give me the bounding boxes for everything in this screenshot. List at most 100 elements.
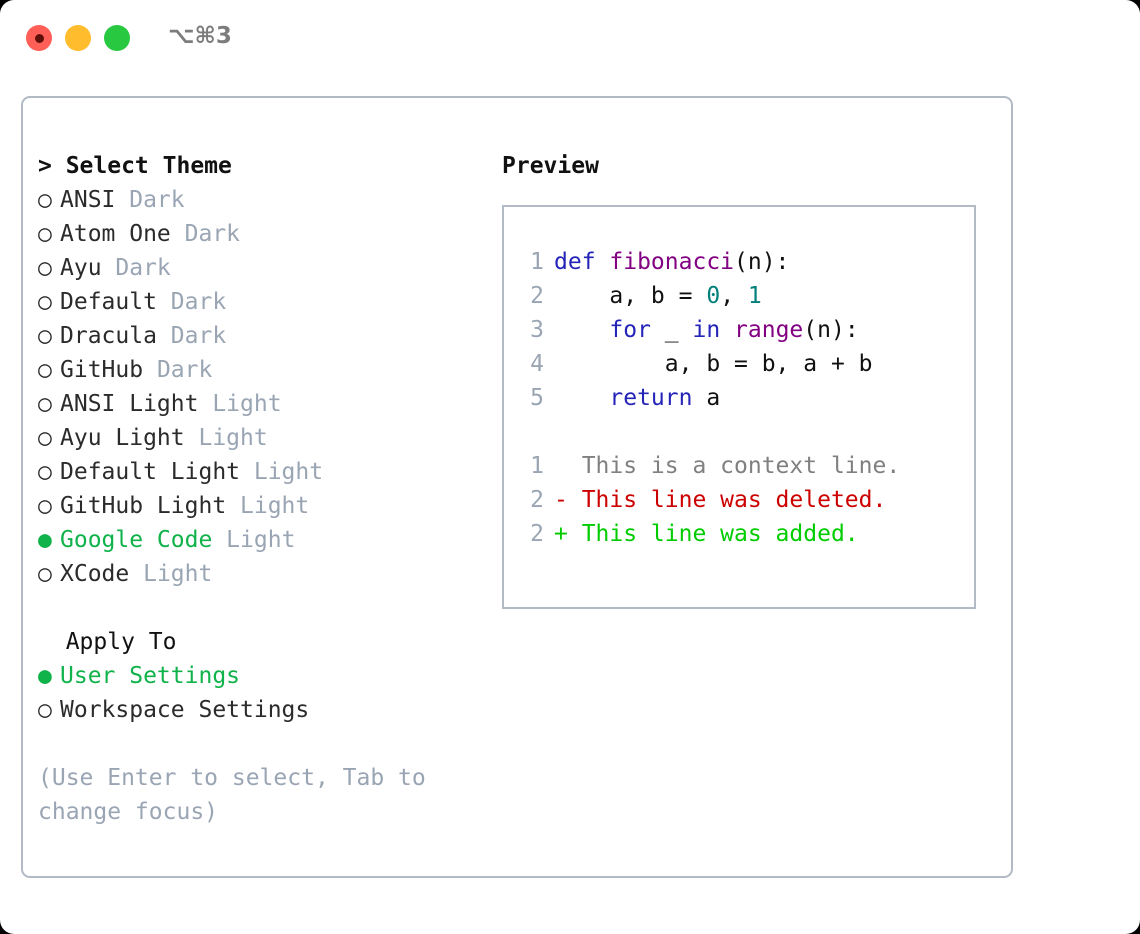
code-token: a, b = b, a + b: [554, 351, 873, 377]
code-token: a, b =: [554, 283, 707, 309]
theme-option-label: Default Light: [60, 459, 241, 485]
theme-option[interactable]: ○ Default Light Light: [38, 455, 478, 489]
radio-unselected-icon: ○: [38, 289, 52, 315]
code-line: 4 a, b = b, a + b: [504, 347, 974, 381]
theme-picker-column: > Select Theme ○ANSI Dark○Atom One Dark○…: [38, 149, 478, 829]
apply-to-heading: Apply To: [38, 629, 177, 655]
line-number: 5: [530, 385, 544, 411]
theme-option[interactable]: ○GitHub Light Light: [38, 489, 478, 523]
window-title: ⌥⌘3: [168, 23, 232, 49]
code-token: return: [609, 385, 693, 411]
diff-line: 1 This is a context line.: [504, 449, 974, 483]
diff-line-text: This is a context line.: [554, 453, 901, 479]
line-number: 4: [530, 351, 544, 377]
theme-option[interactable]: ○ ANSI Dark: [38, 183, 478, 217]
theme-option-label: Google Code: [60, 527, 213, 553]
code-token: for: [609, 317, 651, 343]
theme-option-label: ANSI: [60, 187, 116, 213]
minimize-button[interactable]: [65, 25, 91, 51]
code-token: a: [692, 385, 721, 411]
theme-option-variant: Light: [129, 561, 213, 587]
line-number: 2: [530, 487, 544, 513]
diff-line-text: - This line was deleted.: [554, 487, 887, 513]
theme-option[interactable]: ○ XCode Light: [38, 557, 478, 591]
theme-option-variant: Dark: [101, 255, 171, 281]
radio-unselected-icon: ○: [38, 323, 52, 349]
line-number: 1: [530, 249, 544, 275]
theme-option-label: GitHub: [60, 357, 144, 383]
theme-option[interactable]: ○ Atom One Dark: [38, 217, 478, 251]
preview-diff: 1 This is a context line. 2 - This line wa…: [504, 449, 974, 551]
diff-line-text: + This line was added.: [554, 521, 859, 547]
radio-unselected-icon: ○: [38, 697, 52, 723]
preview-gap: [504, 415, 974, 449]
theme-option-variant: Light: [226, 493, 310, 519]
theme-option-variant: Light: [184, 425, 268, 451]
theme-option-label: Atom One: [60, 221, 171, 247]
theme-option[interactable]: ○ Ayu Dark: [38, 251, 478, 285]
theme-option[interactable]: ○Ayu Light Light: [38, 421, 478, 455]
theme-option-label: Ayu: [60, 255, 102, 281]
code-token: 0: [706, 283, 721, 309]
keyboard-hint: (Use Enter to select, Tab to change focu…: [38, 765, 426, 825]
title-bar: ⌥⌘3: [0, 0, 1140, 78]
theme-option-variant: Light: [198, 391, 282, 417]
theme-option-label: XCode: [60, 561, 130, 587]
code-token: [720, 317, 734, 343]
select-theme-heading: > Select Theme: [38, 153, 232, 179]
radio-unselected-icon: ○: [38, 561, 52, 587]
theme-option-variant: Light: [212, 527, 296, 553]
theme-option-label: ANSI Light: [60, 391, 199, 417]
code-token: (n):: [734, 249, 790, 275]
line-number: 2: [530, 521, 544, 547]
code-token: fibonacci: [609, 249, 735, 275]
radio-unselected-icon: ○: [38, 187, 52, 213]
theme-option-variant: Dark: [156, 289, 227, 315]
apply-to-option[interactable]: ●User Settings: [38, 659, 478, 693]
radio-selected-icon: ●: [38, 527, 52, 553]
diff-line: 2 - This line was deleted.: [504, 483, 974, 517]
main-panel: > Select Theme ○ANSI Dark○Atom One Dark○…: [21, 96, 1013, 878]
traffic-light-group: [26, 25, 130, 51]
radio-selected-icon: ●: [38, 663, 52, 689]
line-number: 1: [530, 453, 544, 479]
diff-line: 2 + This line was added.: [504, 517, 974, 551]
code-token: [554, 317, 609, 343]
code-line: 5 return a: [504, 381, 974, 415]
theme-option[interactable]: ○ GitHub Dark: [38, 353, 478, 387]
code-token: def: [554, 249, 610, 275]
theme-option-variant: Dark: [170, 221, 241, 247]
code-line: 2 a, b = 0, 1: [504, 279, 974, 313]
code-token: in: [692, 317, 721, 343]
radio-unselected-icon: ○: [38, 459, 52, 485]
theme-option-variant: Dark: [143, 357, 213, 383]
radio-unselected-icon: ○: [38, 255, 52, 281]
theme-option[interactable]: ● Google Code Light: [38, 523, 478, 557]
theme-option-variant: Dark: [115, 187, 185, 213]
radio-unselected-icon: ○: [38, 357, 52, 383]
theme-option[interactable]: ○ Dracula Dark: [38, 319, 478, 353]
code-token: [554, 385, 609, 411]
code-token: _: [650, 317, 693, 343]
maximize-button[interactable]: [104, 25, 130, 51]
theme-option[interactable]: ○ANSI Light Light: [38, 387, 478, 421]
theme-option[interactable]: ○ Default Dark: [38, 285, 478, 319]
line-number: 3: [530, 317, 544, 343]
apply-to-option[interactable]: ○Workspace Settings: [38, 693, 478, 727]
code-line: 3 for _ in range(n):: [504, 313, 974, 347]
code-token: (n):: [803, 317, 859, 343]
theme-option-variant: Light: [240, 459, 324, 485]
theme-option-label: Default: [60, 289, 157, 315]
theme-option-label: Dracula: [60, 323, 157, 349]
list-spacer: [38, 591, 478, 625]
preview-title: Preview: [502, 153, 599, 179]
radio-unselected-icon: ○: [38, 221, 52, 247]
close-button[interactable]: [26, 25, 52, 51]
radio-unselected-icon: ○: [38, 425, 52, 451]
theme-option-variant: Dark: [156, 323, 227, 349]
code-line: 1 def fibonacci(n):: [504, 245, 974, 279]
code-token: range: [734, 317, 804, 343]
